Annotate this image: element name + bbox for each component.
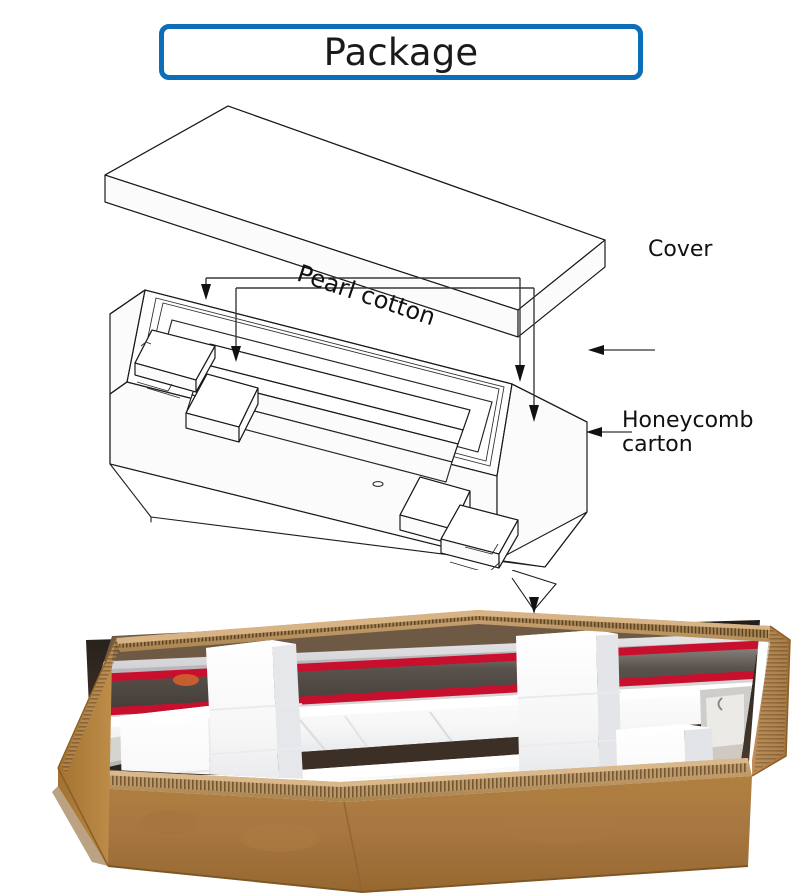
page-title-banner: Package — [159, 24, 643, 80]
callout-label-cover: Cover — [648, 237, 713, 262]
page-title: Package — [323, 30, 479, 74]
pearl-cotton-block-left-near — [185, 373, 259, 443]
carton-left-wall — [57, 637, 120, 867]
foam-block-right — [616, 724, 716, 780]
carton-front-rim — [58, 758, 752, 802]
exploded-package-diagram — [104, 105, 655, 578]
package-photograph — [0, 570, 800, 896]
carton-right-wall — [751, 625, 791, 777]
callout-label-line1: Honeycomb — [622, 408, 754, 433]
diagram-arrow-overlap — [511, 570, 557, 614]
carton-top-rim — [116, 610, 770, 652]
pearl-cotton-block-right-near — [399, 476, 471, 545]
foam-block-third — [516, 630, 623, 780]
carton-front-face — [58, 776, 752, 894]
carton-left-bevel — [52, 786, 108, 866]
photo-render — [52, 570, 791, 894]
callout-label-line2: carton — [622, 431, 693, 457]
pearl-cotton-block-right-far — [440, 504, 519, 578]
pearl-cotton-block-left-far — [134, 329, 216, 399]
cover-lid — [104, 105, 606, 338]
callout-leaders — [201, 277, 655, 437]
carton-contents — [70, 618, 760, 780]
foam-block-second — [206, 640, 304, 780]
